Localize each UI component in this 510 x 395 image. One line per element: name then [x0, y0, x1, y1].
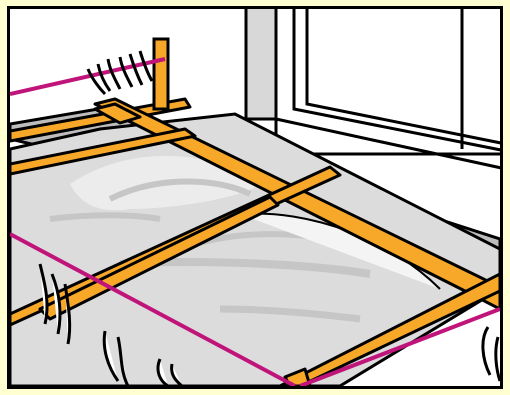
- corner-post: [154, 39, 168, 109]
- illustration-frame: [7, 6, 503, 389]
- deck-illustration: [10, 9, 500, 386]
